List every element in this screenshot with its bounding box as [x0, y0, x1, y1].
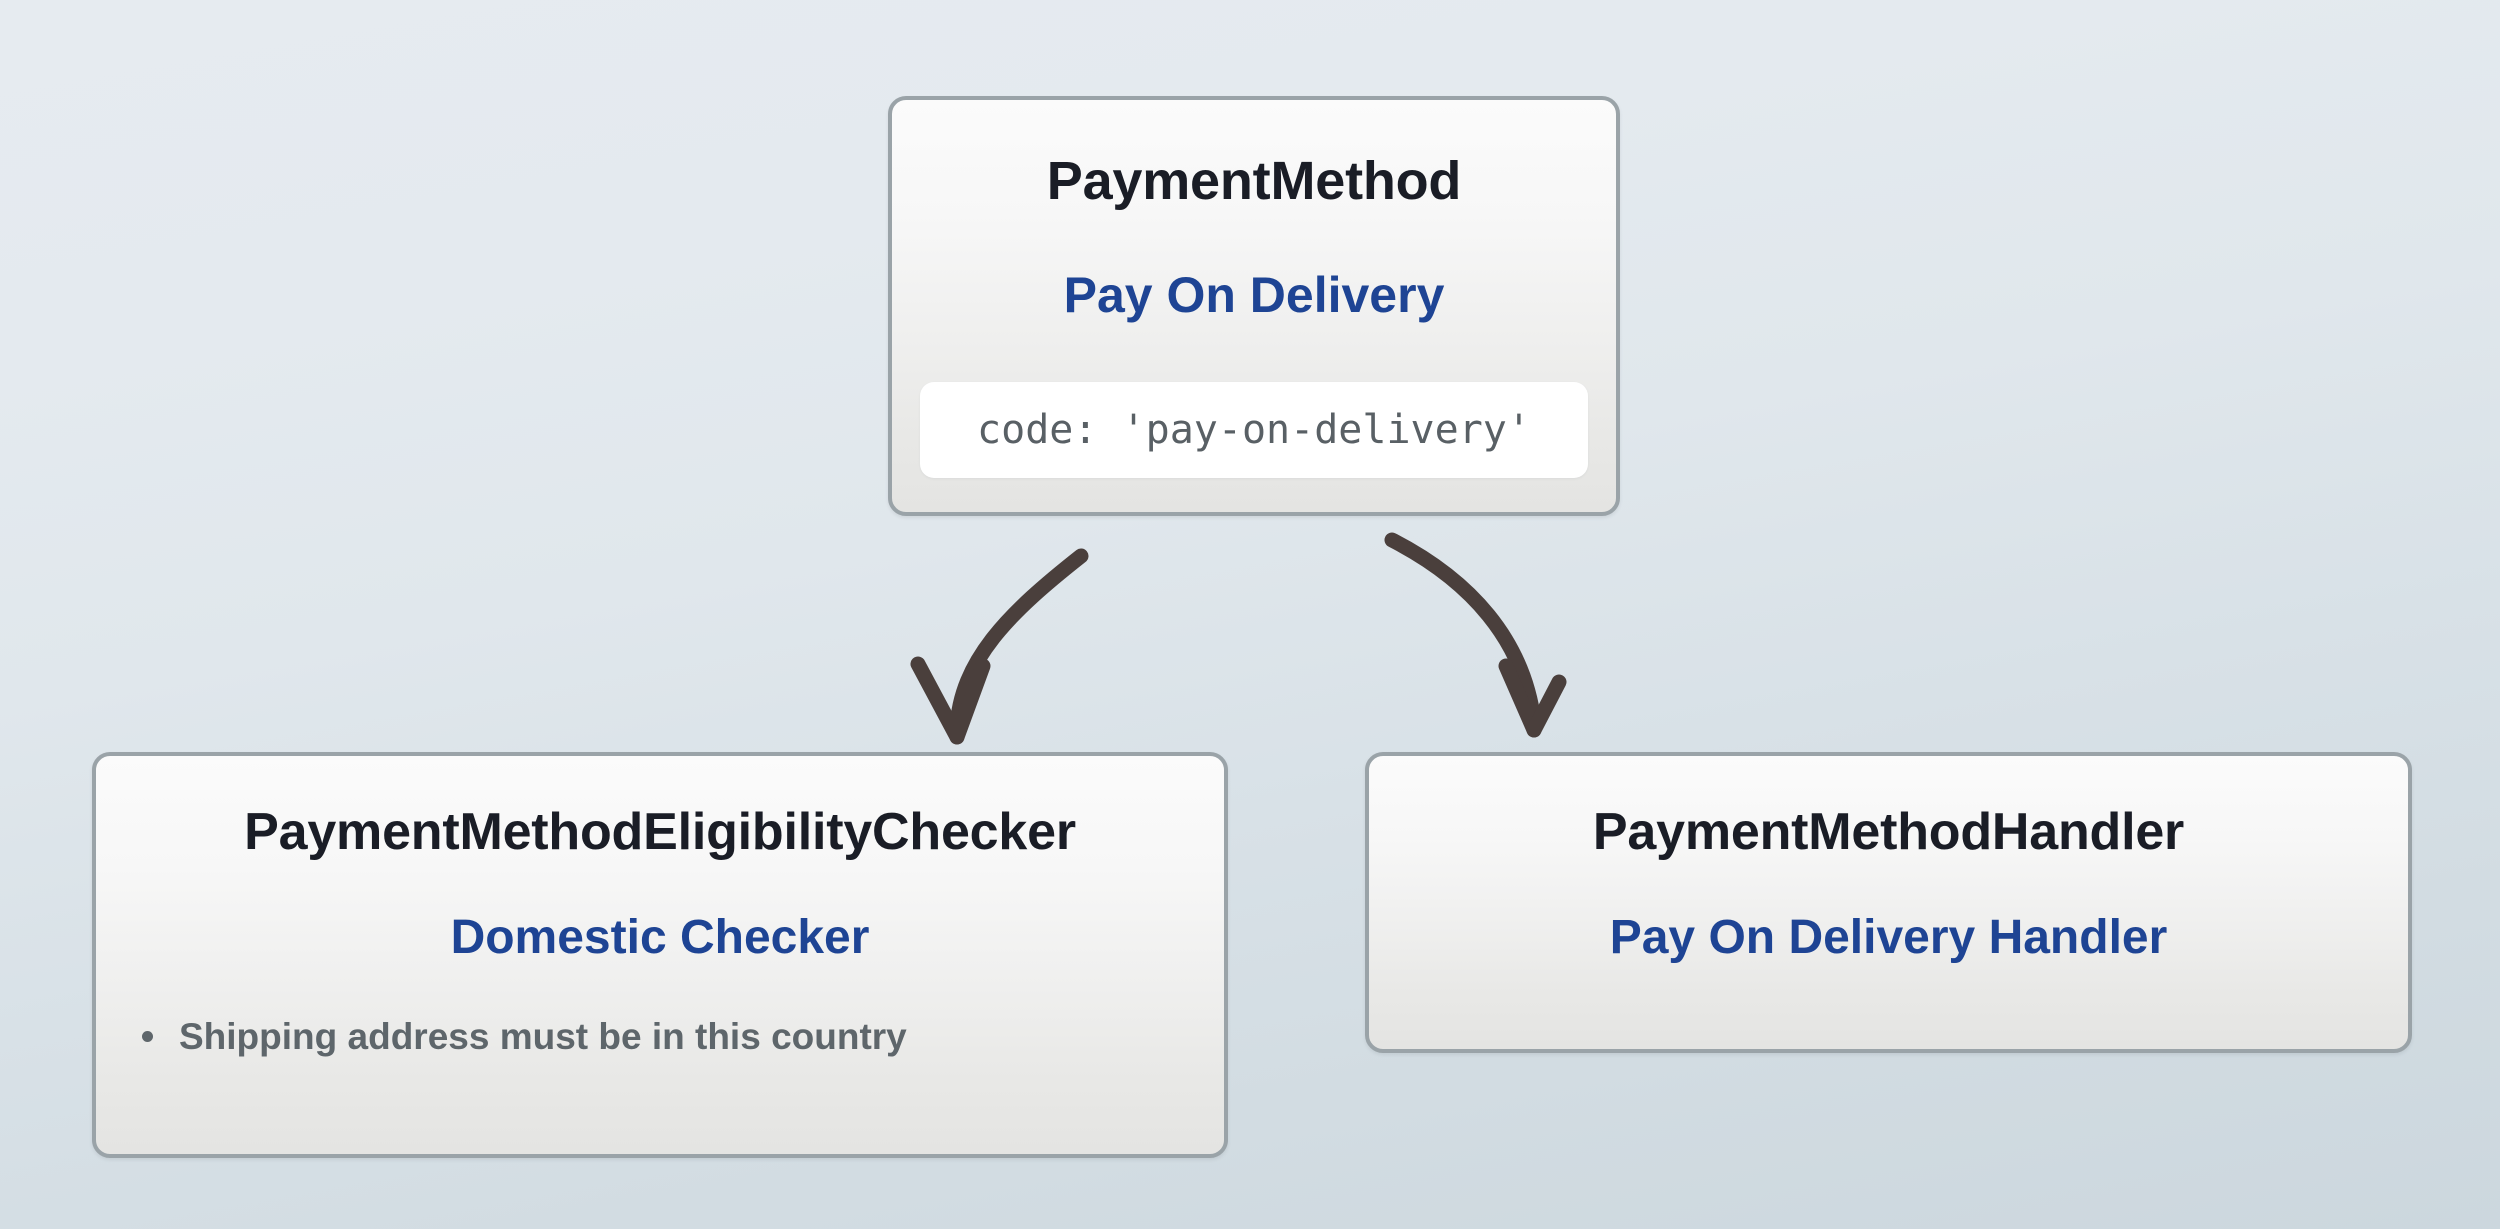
- bullet-dot-icon: [142, 1031, 153, 1042]
- node-handler-type-label: PaymentMethodHandler: [1592, 803, 2185, 861]
- node-payment-method-handler[interactable]: PaymentMethodHandler Pay On Delivery Han…: [1365, 752, 2412, 1053]
- edge-to-eligibility-checker-arrow: [910, 548, 1089, 745]
- node-payment-method-name-label: Pay On Delivery: [1063, 267, 1445, 323]
- node-payment-method-code-pill: code: 'pay-on-delivery': [920, 382, 1588, 478]
- node-payment-method-type-label: PaymentMethod: [1046, 151, 1462, 211]
- bullet-item-label: Shipping address must be in this country: [179, 1016, 907, 1057]
- node-eligibility-checker-type-label: PaymentMethodEligibilityChecker: [244, 803, 1076, 861]
- node-handler-name-label: Pay On Delivery Handler: [1609, 911, 2168, 964]
- edge-to-handler-arrow: [1384, 532, 1567, 738]
- node-payment-method-eligibility-checker[interactable]: PaymentMethodEligibilityChecker Domestic…: [92, 752, 1228, 1158]
- node-payment-method[interactable]: PaymentMethod Pay On Delivery code: 'pay…: [888, 96, 1620, 516]
- node-eligibility-checker-bullet-list: Shipping address must be in this country: [128, 1018, 907, 1055]
- list-item: Shipping address must be in this country: [142, 1018, 907, 1055]
- node-eligibility-checker-name-label: Domestic Checker: [450, 911, 870, 964]
